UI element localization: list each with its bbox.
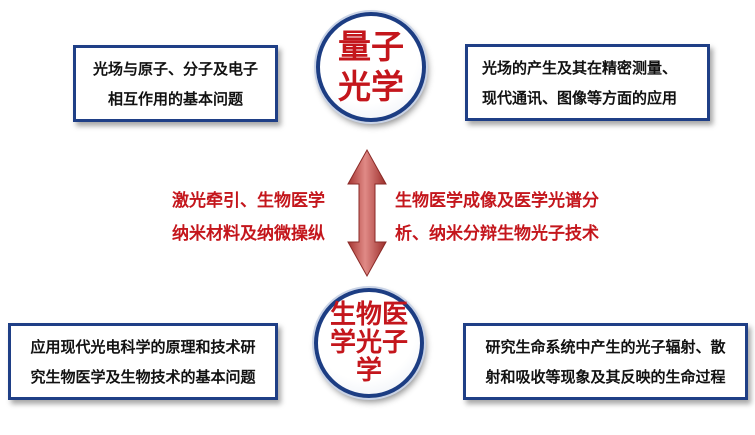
middle-right-line-2: 析、纳米分辩生物光子技术 [395, 224, 599, 244]
middle-left-text: 激光牵引、生物医学 纳米材料及纳微操纵 [172, 185, 325, 251]
box-top-left: 光场与原子、分子及电子 相互作用的基本问题 [73, 45, 278, 122]
middle-left-line-1: 激光牵引、生物医学 [172, 191, 325, 211]
box-bottom-right-line-1: 研究生命系统中产生的光子辐射、散 [485, 337, 726, 356]
circle-bottom-line-3: 学 [355, 356, 382, 386]
box-top-left-line-2: 相互作用的基本问题 [107, 89, 243, 108]
middle-right-line-1: 生物医学成像及医学光谱分 [395, 191, 599, 211]
circle-top-line-2: 光学 [338, 67, 404, 106]
box-bottom-left-line-1: 应用现代光电科学的原理和技术研 [30, 337, 256, 356]
double-headed-arrow-icon [347, 148, 387, 278]
box-top-right-line-1: 光场的产生及其在精密测量、 [482, 58, 678, 77]
box-bottom-right: 研究生命系统中产生的光子辐射、散 射和吸收等现象及其反映的生命过程 [463, 323, 748, 400]
circle-bottom-line-1: 生物医 [329, 300, 408, 330]
middle-right-text: 生物医学成像及医学光谱分 析、纳米分辩生物光子技术 [395, 185, 599, 251]
box-bottom-right-line-2: 射和吸收等现象及其反映的生命过程 [485, 367, 726, 386]
box-bottom-left: 应用现代光电科学的原理和技术研 究生物医学及生物技术的基本问题 [8, 323, 278, 400]
box-top-right-line-2: 现代通讯、图像等方面的应用 [482, 88, 678, 107]
box-top-left-line-1: 光场与原子、分子及电子 [92, 59, 258, 78]
middle-left-line-2: 纳米材料及纳微操纵 [172, 224, 325, 244]
box-bottom-left-line-2: 究生物医学及生物技术的基本问题 [30, 367, 256, 386]
circle-bottom-line-2: 学光子 [329, 328, 408, 358]
box-top-right: 光场的产生及其在精密测量、 现代通讯、图像等方面的应用 [465, 44, 710, 121]
circle-quantum-optics: 量子 光学 [316, 12, 426, 122]
circle-top-line-1: 量子 [338, 27, 404, 66]
circle-biomedical-photonics: 生物医 学光子 学 [314, 288, 424, 398]
